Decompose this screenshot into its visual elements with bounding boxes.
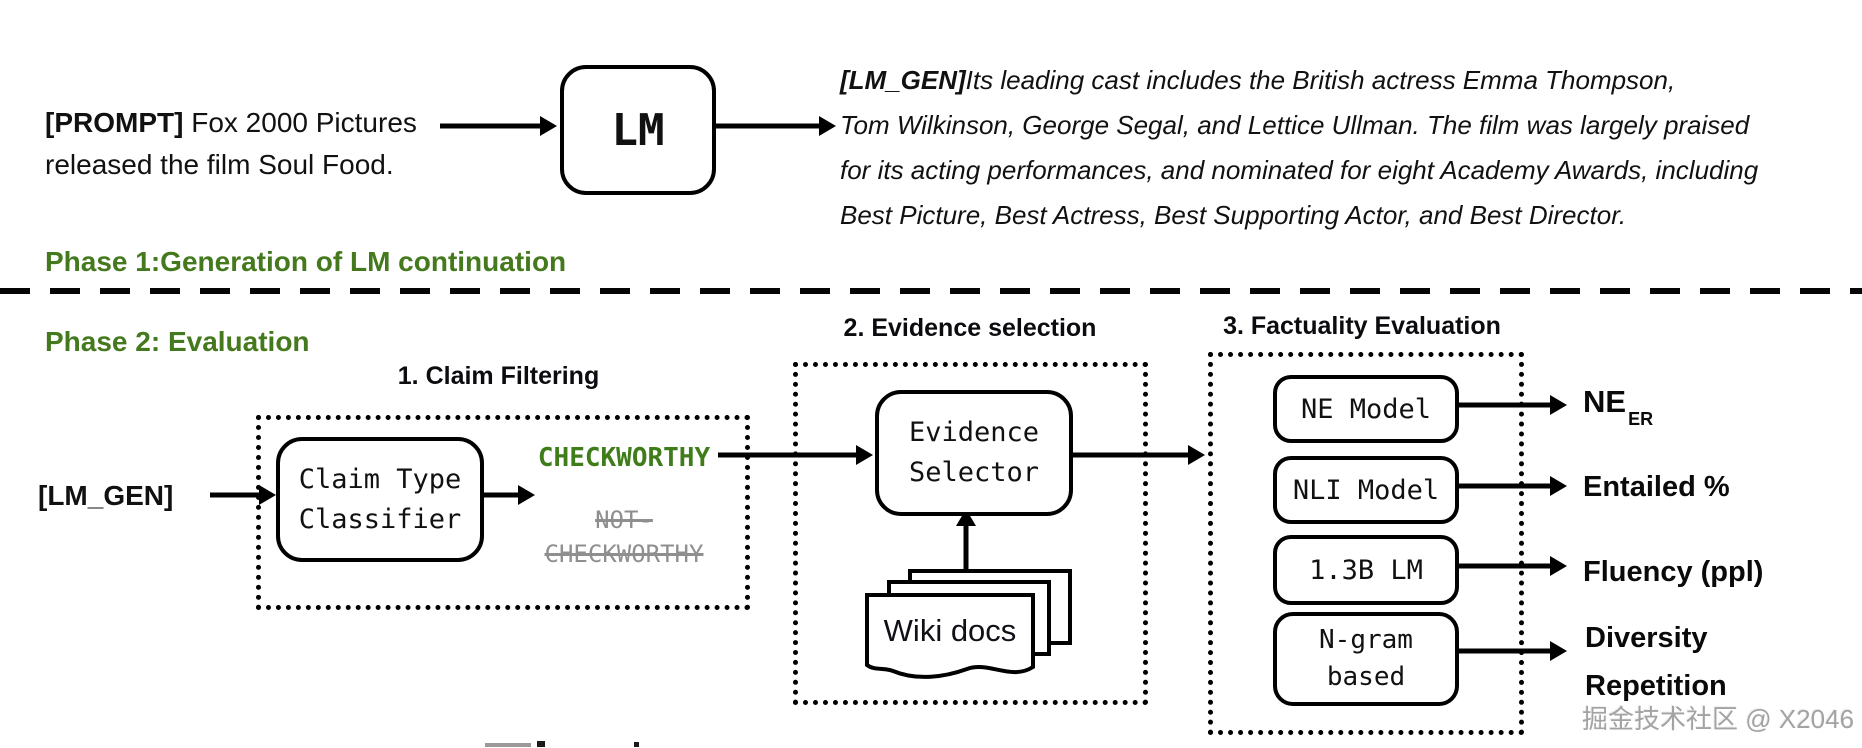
lm13b-node: 1.3B LM [1273,535,1459,605]
nli-model-node: NLI Model [1273,456,1459,524]
prompt-line2: released the film Soul Food. [45,149,394,180]
generation-line1: [LM_GEN]Its leading cast includes the Br… [840,65,1676,95]
factuality-evaluation-group [1208,352,1524,735]
arrowhead-icon [1550,556,1567,576]
metric-ne-main: NE [1583,384,1627,419]
doc-page-front [865,593,1035,679]
arrowhead-icon [856,445,873,465]
phase2-label: Phase 2: Evaluation [45,326,310,357]
arrow-classifier-to-labels [479,484,535,506]
selector-line1: Evidence [908,417,1040,448]
arrow-lm13b-to-output [1453,555,1567,577]
lm-generation-text: [LM_GEN]Its leading cast includes the Br… [840,58,1830,238]
generation-line4: Best Picture, Best Actress, Best Support… [840,200,1627,230]
arrowhead-icon [1550,476,1567,496]
arrowhead-icon [518,485,535,505]
metric-diversity: Diversity [1585,622,1708,654]
claim-type-classifier-node: Claim Type Classifier [276,437,484,562]
arrow-checkworthy-to-selector [718,444,873,466]
wiki-docs-label: Wiki docs [884,613,1017,648]
arrow-ne-to-output [1453,394,1567,416]
lm-node: LM [560,65,716,195]
arrow-selector-to-factuality [1067,444,1205,466]
lm13b-label: 1.3B LM [1309,554,1423,586]
nli-model-label: NLI Model [1292,474,1440,506]
arrowhead-icon [819,116,836,136]
lm-node-label: LM [611,104,665,156]
claim-filtering-group [256,415,750,610]
arrow-prompt-to-lm [440,115,557,137]
selector-line2: Selector [908,457,1040,488]
partial-caption-fragment [485,743,531,747]
partial-caption-fragment [634,742,639,747]
generation-line3: for its acting performances, and nominat… [840,155,1759,185]
generation-line2: Tom Wilkinson, George Segal, and Lettice… [840,110,1750,140]
evidence-selector-node: Evidence Selector [875,390,1073,516]
prompt-token: [PROMPT] [45,107,184,138]
evidence-selection-group [793,362,1148,705]
factuality-evaluation-title: 3. Factuality Evaluation [1223,312,1501,340]
arrowhead-icon [1550,395,1567,415]
ne-model-label: NE Model [1300,393,1432,425]
arrow-nli-to-output [1453,475,1567,497]
arrowhead-icon [1550,641,1567,661]
arrowhead-icon [1188,445,1205,465]
arrow-ngram-to-output [1453,640,1567,662]
arrow-lm-to-generation [712,115,836,137]
ngram-line1: N-gram [1319,625,1413,655]
metric-fluency: Fluency (ppl) [1583,556,1764,588]
classifier-line2: Classifier [298,503,462,535]
phase-divider [0,288,1862,294]
metric-repetition: Repetition [1585,670,1727,702]
checkworthy-label: CHECKWORTHY [537,443,711,473]
not-checkworthy-label: NOT- CHECKWORTHY [530,503,718,571]
evidence-selection-title: 2. Evidence selection [843,314,1097,342]
partial-caption-fragment [537,741,545,747]
not-checkworthy-line2: CHECKWORTHY [544,540,704,568]
not-checkworthy-line1: NOT- [595,506,653,534]
prompt-text: [PROMPT] Fox 2000 Pictures released the … [45,102,417,186]
classifier-line1: Claim Type [298,463,462,495]
metric-entailed: Entailed % [1583,471,1730,503]
arrowhead-icon [259,485,276,505]
arrow-input-to-classifier [210,484,276,506]
wiki-docs-stack: Wiki docs [865,569,1072,679]
ngram-node: N-gram based [1273,612,1459,706]
watermark: 掘金技术社区 @ X2046 [1582,704,1855,734]
ngram-line2: based [1326,662,1406,692]
claim-filtering-title: 1. Claim Filtering [397,362,600,390]
phase1-label: Phase 1:Generation of LM continuation [45,246,567,277]
arrowhead-icon [540,116,557,136]
ne-model-node: NE Model [1273,375,1459,443]
prompt-line1: [PROMPT] Fox 2000 Pictures [45,107,417,138]
lm-gen-input-label: [LM_GEN] [38,480,174,511]
lm-gen-token: [LM_GEN] [840,65,966,95]
metric-ne-sub: ER [1628,409,1654,429]
